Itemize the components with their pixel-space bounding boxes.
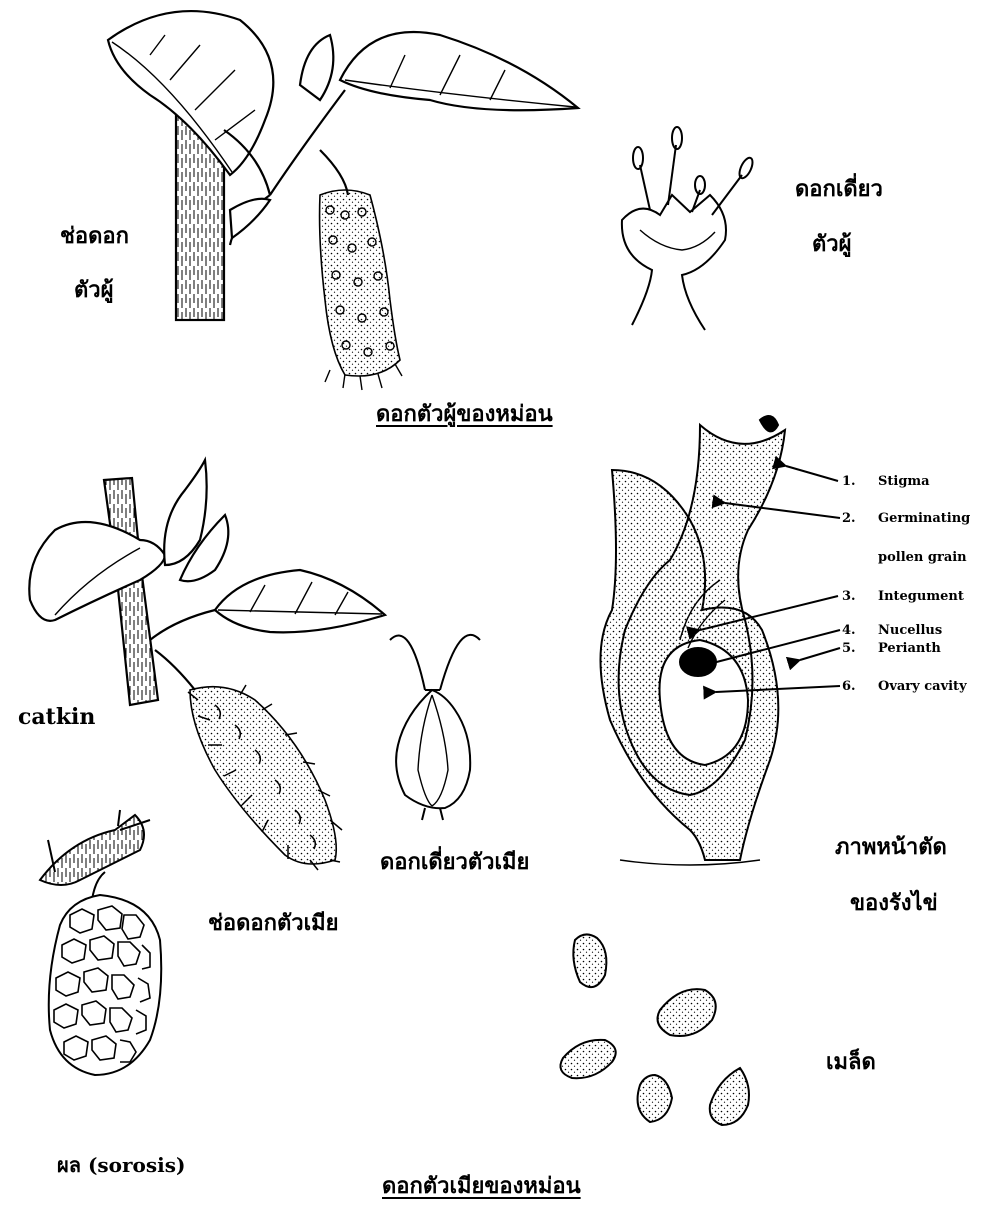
male-single-label-2: ตัวผู้ [812,230,852,259]
part-3-number: 3. [842,589,856,604]
fruit-drawing [40,810,161,1075]
female-catkin-drawing [188,685,342,870]
part-2-name: Germinating [878,511,970,526]
part-5-number: 5. [842,641,856,656]
ovary-section-drawing [600,416,785,865]
female-catkin-label: ช่อดอกตัวเมีย [208,909,339,938]
ovary-section-label-2: ของรังไข่ [850,889,938,918]
male-single-label-1: ดอกเดี่ยว [795,175,883,204]
part-4-number: 4. [842,623,856,638]
female-branch-drawing [29,460,385,705]
part-3-name: Integument [878,589,964,604]
part-1-name: Stigma [878,474,930,489]
part-2-name-cont: pollen grain [878,550,967,565]
male-catkin-drawing [320,190,402,390]
ovary-section-label-1: ภาพหน้าตัด [835,833,947,862]
male-single-flower-drawing [622,127,755,330]
part-2-number: 2. [842,511,856,526]
female-single-label: ดอกเดี่ยวตัวเมีย [380,848,529,877]
part-4-name: Nucellus [878,623,942,638]
male-title: ดอกตัวผู้ของหม่อน [376,400,553,429]
female-title: ดอกตัวเมียของหม่อน [382,1172,581,1201]
part-1-number: 1. [842,474,856,489]
male-catkin-label-1: ช่อดอก [60,222,129,251]
part-6-name: Ovary cavity [878,679,967,694]
fruit-label: ผล (sorosis) [57,1152,185,1178]
part-5-name: Perianth [878,641,941,656]
male-catkin-label-2: ตัวผู้ [74,276,114,305]
female-single-flower-drawing [390,635,480,820]
catkin-label: catkin [18,703,95,732]
seed-label: เมล็ด [826,1048,876,1077]
part-6-number: 6. [842,679,856,694]
seeds-drawing [560,934,749,1125]
